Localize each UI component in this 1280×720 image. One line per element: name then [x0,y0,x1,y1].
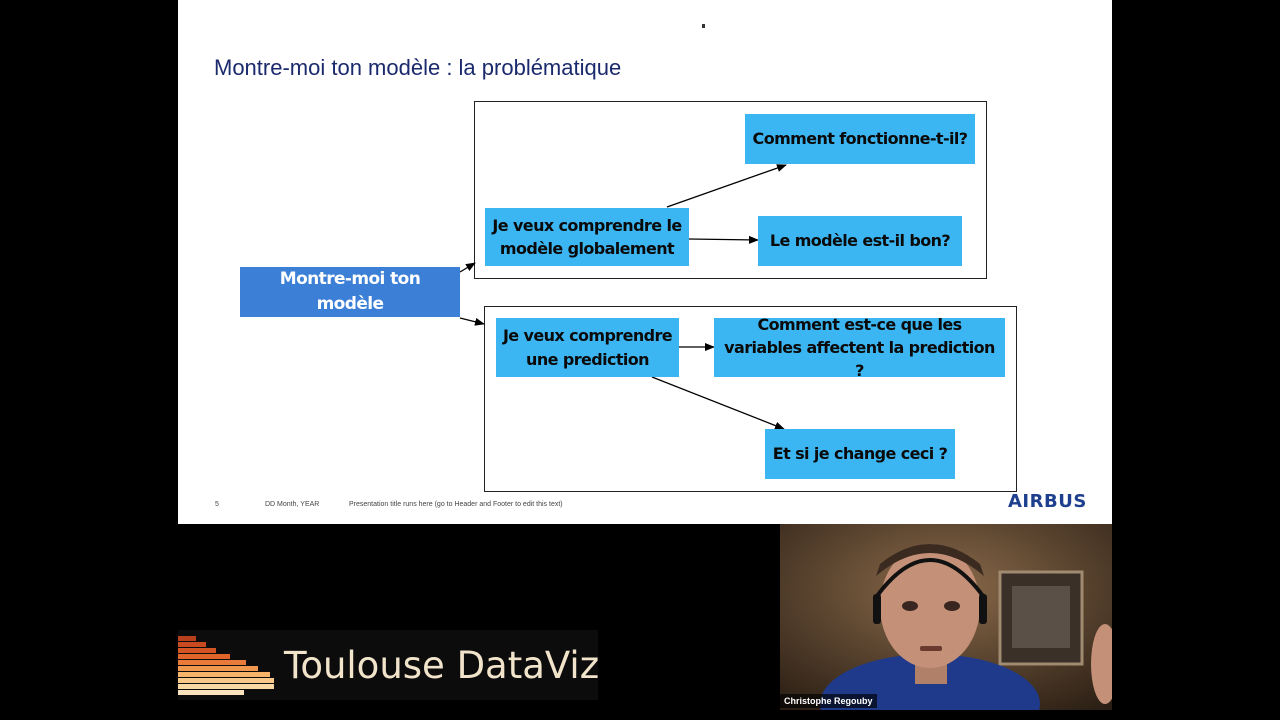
toulouse-dataviz-branding: Toulouse DataViz [178,630,600,700]
webcam-feed [780,524,1112,710]
bar-chart-logo-icon [178,636,274,695]
slide-title: Montre-moi ton modèle : la problématique [214,55,622,80]
arrow-root-to-global [459,262,476,273]
global-understanding-frame [474,101,987,279]
footer-date: DD Month, YEAR [265,501,320,508]
footer-presentation-title: Presentation title runs here (go to Head… [349,501,563,508]
brand-title: Toulouse DataViz [284,644,600,687]
airbus-logo: AIRBUS [1008,491,1087,512]
prediction-understanding-frame [484,306,1017,492]
box-what-if-i-change-this: Et si je change ceci ? [765,429,955,479]
box-show-me-your-model: Montre-moi ton modèle [240,267,460,317]
arrow-root-to-prediction [459,317,485,326]
mouse-cursor-icon [702,24,705,28]
box-how-does-it-work: Comment fonctionne-t-il? [745,114,975,164]
presentation-slide: Montre-moi ton modèle : la problématique… [178,0,1112,524]
box-understand-model-globally: Je veux comprendre le modèle globalement [485,208,689,266]
footer-page-number: 5 [215,501,219,508]
speaker-name-label: Christophe Regouby [780,694,877,708]
speaker-webcam: Christophe Regouby [780,524,1112,710]
box-how-variables-affect-prediction: Comment est-ce que les variables affecte… [714,315,1005,380]
box-is-model-good: Le modèle est-il bon? [758,216,962,266]
box-understand-a-prediction: Je veux comprendre une prediction [496,318,679,377]
